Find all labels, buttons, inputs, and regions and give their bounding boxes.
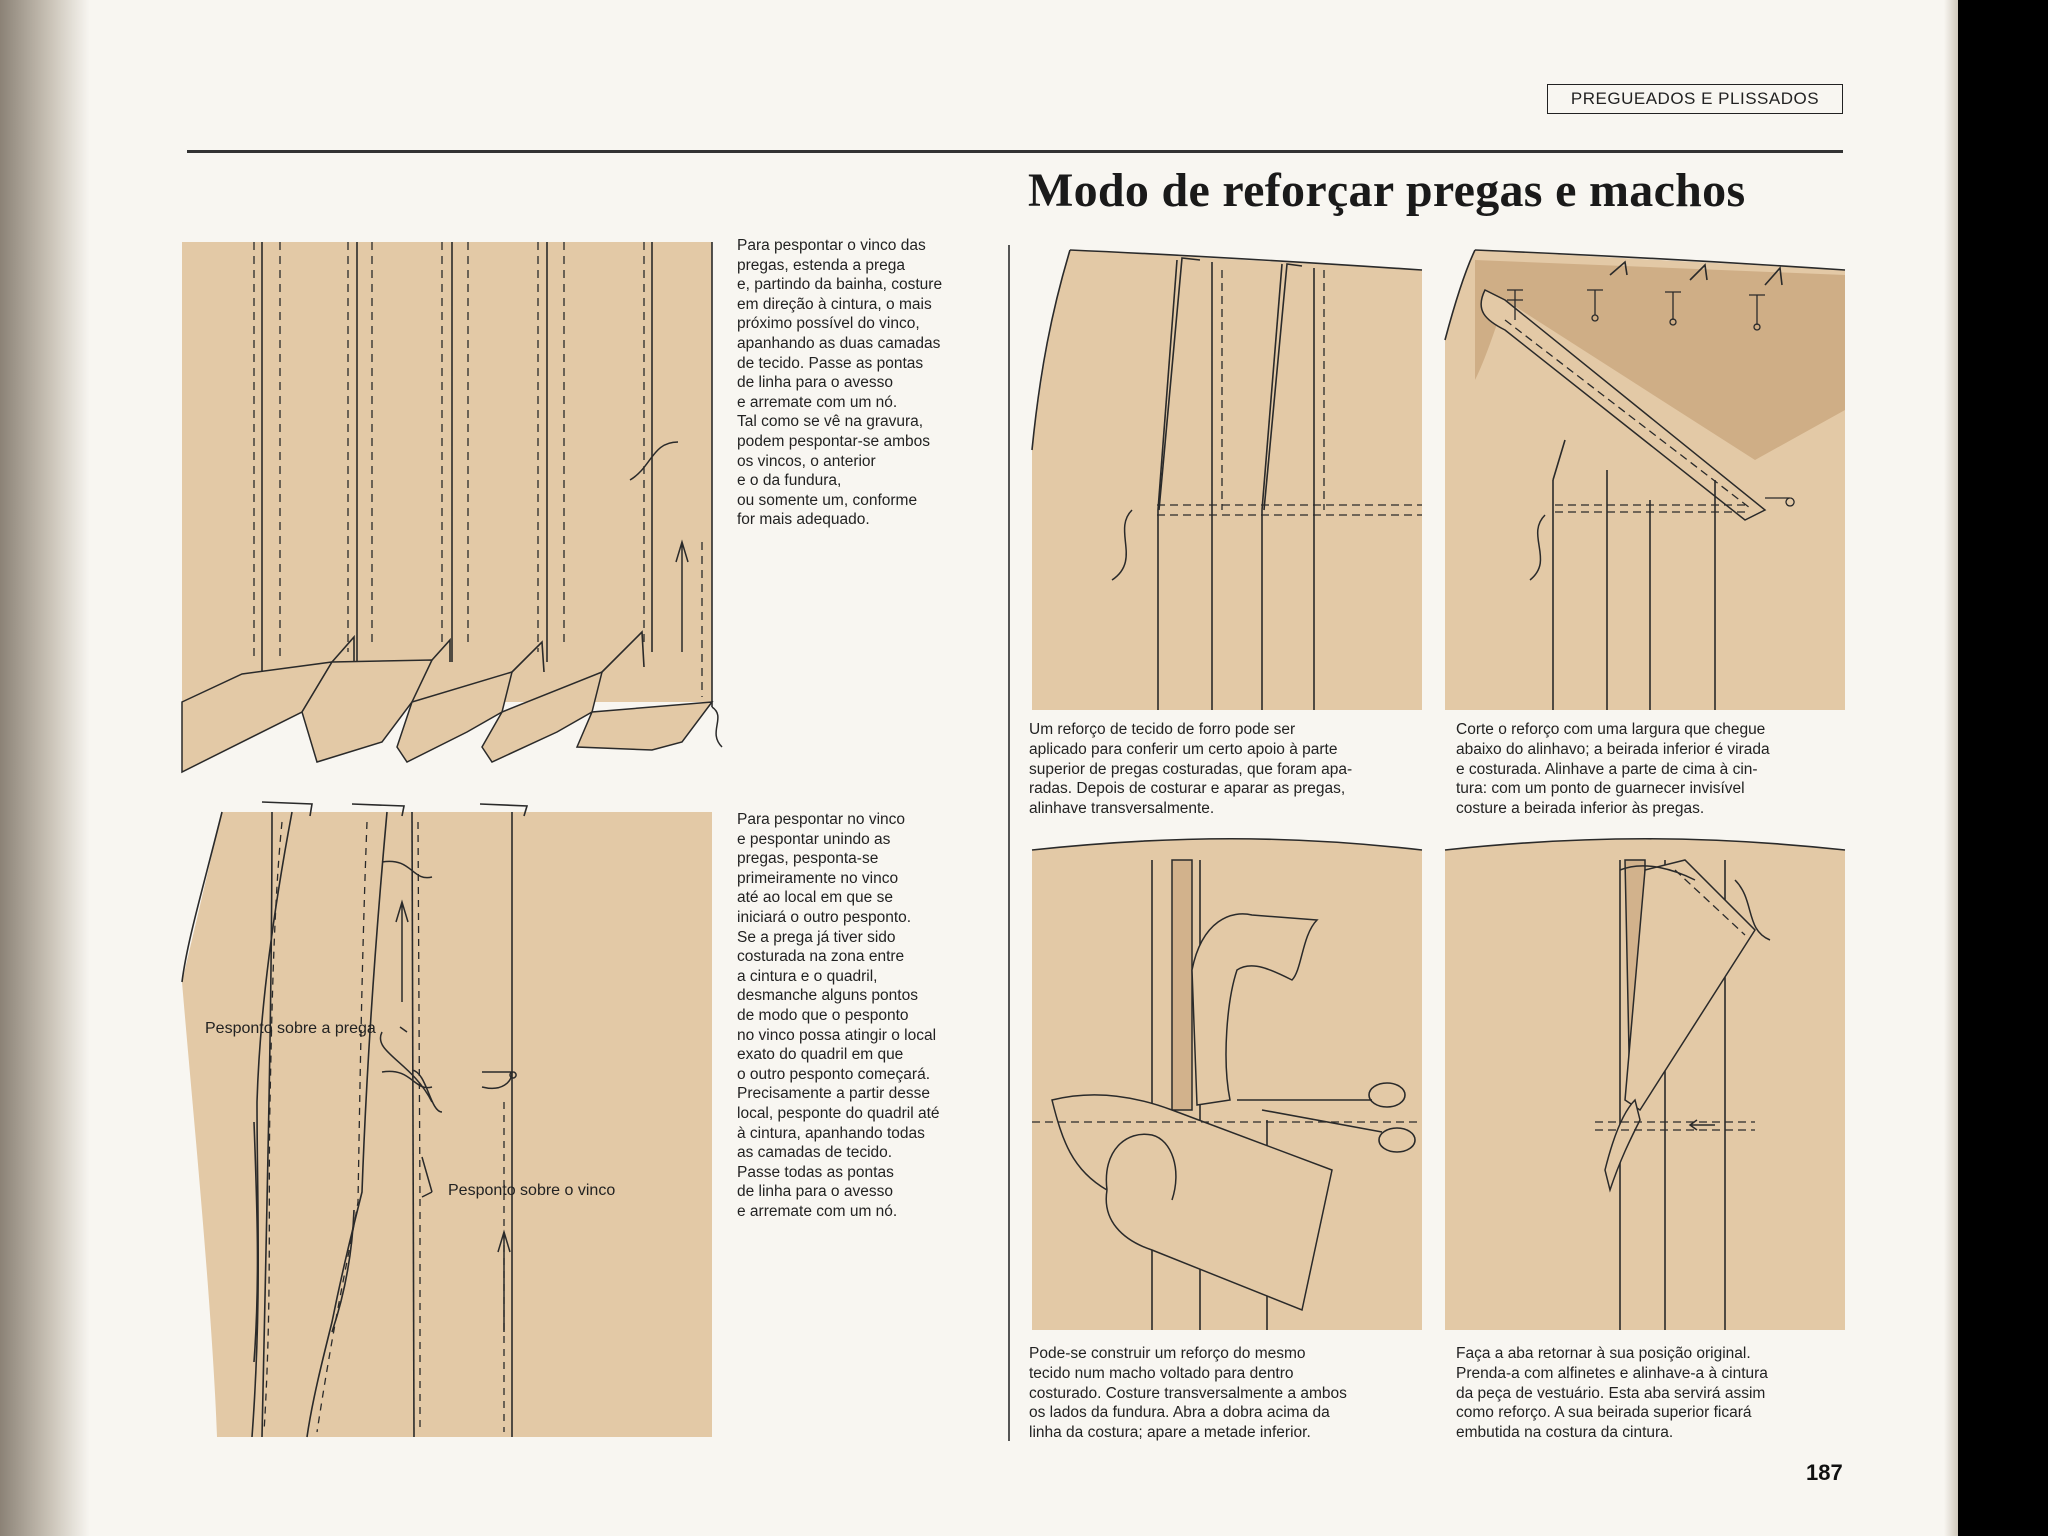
page-title: Modo de reforçar pregas e machos bbox=[1028, 163, 1745, 218]
header-rule bbox=[187, 150, 1843, 153]
book-gutter-shadow bbox=[0, 0, 90, 1536]
caption-self-fabric-stay: Pode-se construir um reforço do mesmo te… bbox=[1029, 1344, 1423, 1443]
instruction-text-top: Para pespontar o vinco das pregas, esten… bbox=[737, 236, 1007, 530]
illustration-self-fabric-stay bbox=[1032, 840, 1432, 1330]
caption-lining-stay: Um reforço de tecido de forro pode ser a… bbox=[1029, 720, 1423, 819]
book-page: PREGUEADOS E PLISSADOS Modo de reforçar … bbox=[90, 0, 1958, 1536]
illustration-pleat-edgestitch bbox=[182, 242, 822, 782]
illustration-pleat-topstitch bbox=[182, 802, 822, 1442]
page-number: 187 bbox=[1806, 1460, 1843, 1486]
page-edge bbox=[1944, 0, 1958, 1536]
label-pesponto-vinco: Pesponto sobre o vinco bbox=[448, 1182, 615, 1200]
caption-stay-attached: Corte o reforço com uma largura que cheg… bbox=[1456, 720, 1844, 819]
illustration-stay-attached bbox=[1445, 250, 1845, 710]
illustration-flap-returned bbox=[1445, 840, 1845, 1330]
caption-flap-returned: Faça a aba retornar à sua posição origin… bbox=[1456, 1344, 1844, 1443]
instruction-text-bottom: Para pespontar no vinco e pespontar unin… bbox=[737, 810, 1017, 1221]
illustration-lining-stay bbox=[1032, 250, 1422, 710]
section-header: PREGUEADOS E PLISSADOS bbox=[1547, 84, 1843, 114]
label-pesponto-prega: Pesponto sobre a prega bbox=[205, 1020, 376, 1038]
